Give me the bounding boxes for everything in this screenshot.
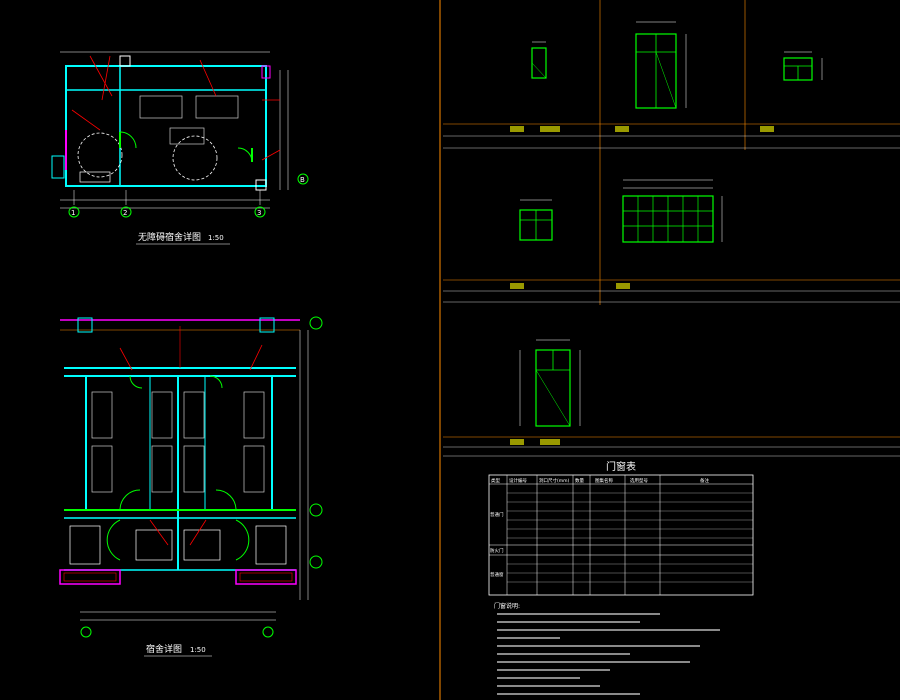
- plan-title-top: 无障碍宿舍详图: [138, 231, 201, 243]
- dorm-plan: [59, 317, 309, 621]
- schedule-header: 选用型号: [630, 477, 648, 484]
- schedule-header: 数量: [575, 477, 584, 484]
- schedule-header: 类型: [491, 477, 500, 484]
- schedule-title: 门窗表: [606, 460, 636, 473]
- grid-bubbles-bottom: [80, 316, 323, 638]
- schedule-header: 图集名称: [595, 477, 613, 484]
- plan-scale-top: 1:50: [208, 234, 224, 242]
- notes-title: 门窗说明:: [494, 602, 520, 610]
- axis-label: B: [300, 176, 305, 184]
- axis-label: 3: [257, 209, 261, 217]
- schedule-table: [488, 474, 754, 596]
- plan-title-bottom: 宿舍详图: [146, 643, 182, 655]
- schedule-group: 普通窗: [490, 571, 504, 578]
- schedule-group: 普通门: [490, 511, 504, 518]
- schedule-group: 防火门: [490, 547, 504, 554]
- schedule-header: 洞口尺寸(mm): [539, 477, 570, 484]
- notes-lines: [497, 613, 720, 695]
- axis-label: 2: [123, 209, 127, 217]
- elevation-grid: [443, 0, 900, 457]
- grid-bubbles-top: [68, 173, 309, 218]
- axis-label: 1: [71, 209, 75, 217]
- plan-scale-bottom: 1:50: [190, 646, 206, 654]
- schedule-header: 设计编号: [509, 477, 527, 484]
- accessible-dorm-plan: [51, 51, 289, 209]
- schedule-header: 备注: [700, 477, 709, 484]
